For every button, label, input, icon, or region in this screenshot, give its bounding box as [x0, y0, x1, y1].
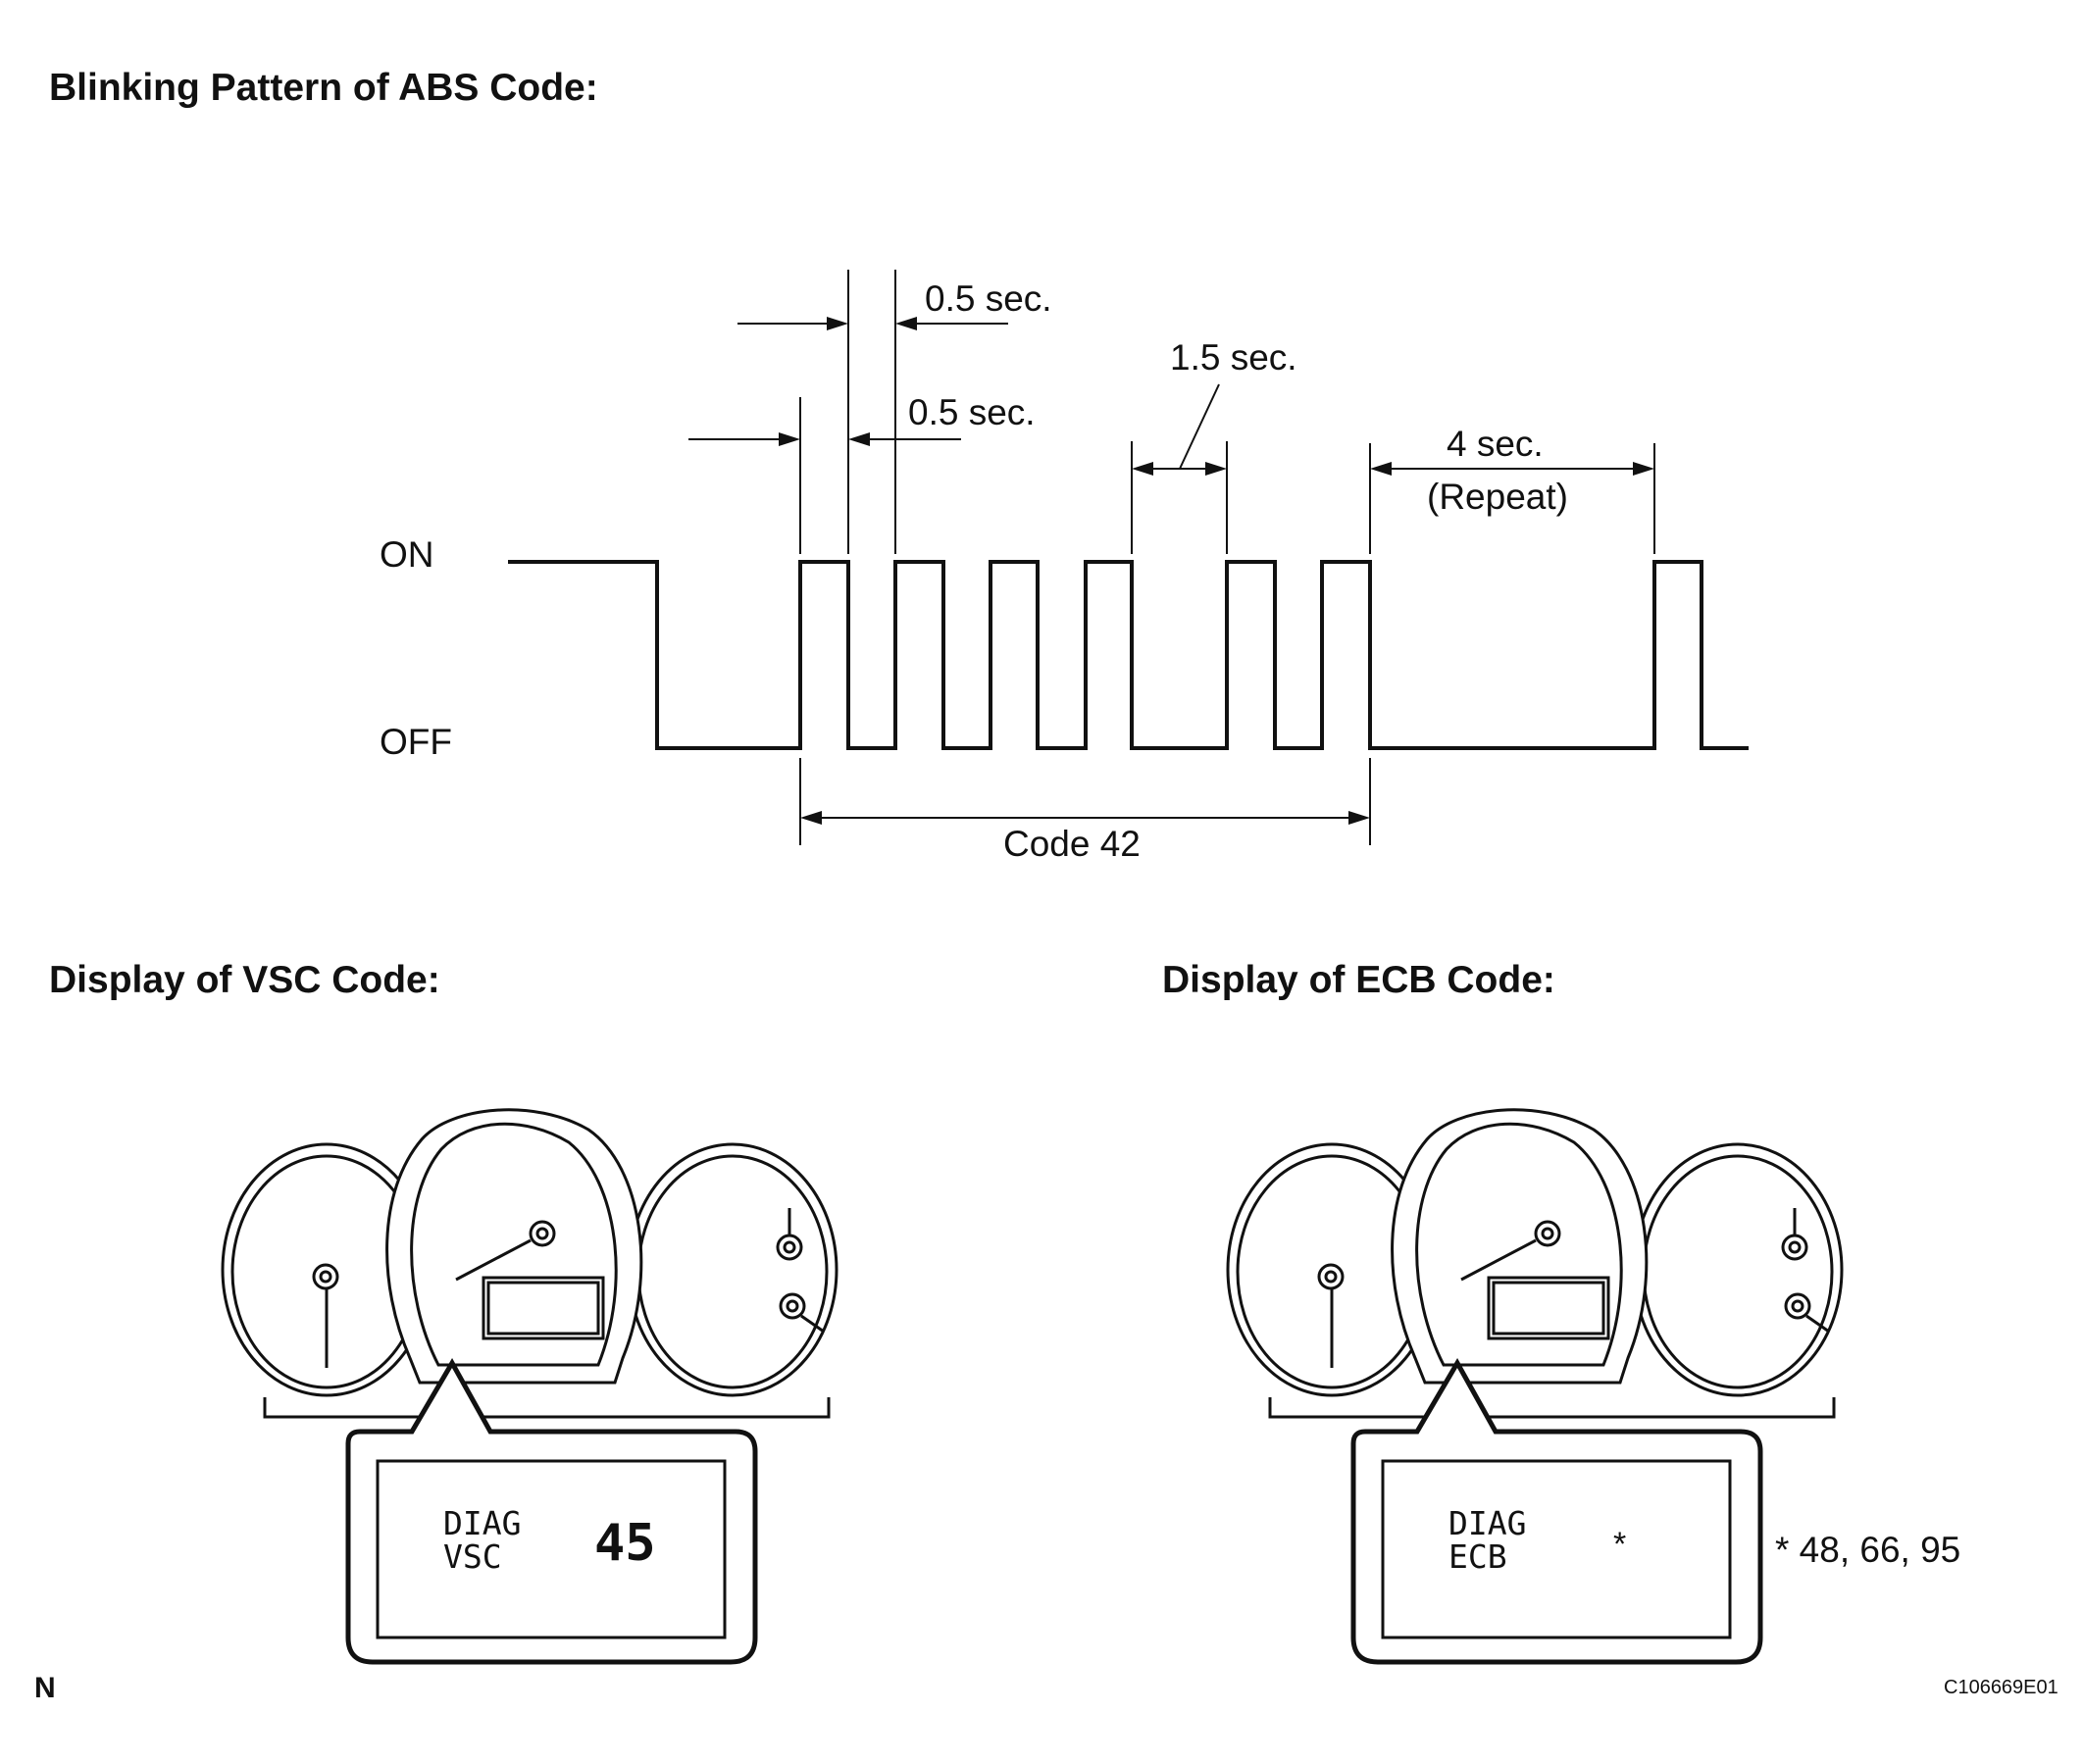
- right-upper-needle-hub-icon: [776, 1234, 803, 1261]
- center-gauge-inner: [1415, 1122, 1623, 1367]
- leader-line: [1179, 383, 1220, 470]
- arrowhead: [895, 317, 917, 330]
- left-needle-hub-center: [319, 1270, 332, 1284]
- right-upper-needle-hub-center: [1788, 1240, 1802, 1254]
- dim-label-half-2: 0.5 sec.: [908, 392, 1036, 432]
- arrowhead: [827, 317, 848, 330]
- off-label: OFF: [380, 722, 452, 762]
- code-label: Code 42: [1003, 824, 1141, 864]
- arrowhead: [779, 432, 800, 446]
- dim-label-gap: 1.5 sec.: [1170, 337, 1297, 378]
- right-upper-needle-hub-icon: [1781, 1234, 1808, 1261]
- center-needle: [455, 1238, 532, 1282]
- arrowhead: [800, 811, 822, 825]
- vsc-combination-meter: [221, 1108, 838, 1665]
- ecb-code-note: * 48, 66, 95: [1775, 1530, 1961, 1570]
- dim-label-repeat-1: 4 sec.: [1447, 424, 1544, 464]
- ecb-display-line1: DIAG: [1448, 1504, 1527, 1542]
- center-needle: [1460, 1238, 1537, 1282]
- ecb-display-line2: ECB: [1448, 1537, 1507, 1576]
- vsc-display-code: 45: [594, 1514, 656, 1573]
- center-lcd-window: [1492, 1281, 1605, 1336]
- center-needle-hub-icon: [529, 1220, 556, 1247]
- arrowhead: [1348, 811, 1370, 825]
- ecb-combination-meter: [1226, 1108, 1844, 1665]
- right-lower-needle: [800, 1314, 825, 1334]
- arrowhead: [1205, 462, 1227, 476]
- left-needle-hub-icon: [1317, 1263, 1345, 1290]
- ecb-heading: Display of ECB Code:: [1162, 959, 1555, 1001]
- vsc-display-screen: [376, 1459, 727, 1639]
- center-needle-hub-icon: [1534, 1220, 1561, 1247]
- center-gauge-outer: [385, 1108, 643, 1385]
- footer-mark: N: [34, 1672, 56, 1704]
- dim-label-repeat-2: (Repeat): [1427, 477, 1568, 517]
- left-needle-hub-center: [1324, 1270, 1338, 1284]
- center-gauge-inner: [410, 1122, 618, 1367]
- right-gauge-outer: [1632, 1142, 1844, 1397]
- center-gauge-outer: [1391, 1108, 1649, 1385]
- arrowhead: [848, 432, 870, 446]
- left-needle-hub-icon: [312, 1263, 339, 1290]
- arrowhead: [1132, 462, 1153, 476]
- meter-base: [263, 1397, 831, 1419]
- right-lower-needle-hub-center: [1791, 1299, 1804, 1313]
- signal-waveform: [508, 560, 1749, 750]
- center-lcd-window: [486, 1281, 600, 1336]
- arrowhead: [1633, 462, 1654, 476]
- vsc-display-line2: VSC: [443, 1537, 502, 1576]
- right-lower-needle-hub-icon: [779, 1292, 806, 1320]
- vsc-display-text: DIAG VSC: [443, 1507, 521, 1574]
- figure-id: C106669E01: [1944, 1677, 2058, 1698]
- right-lower-needle-hub-icon: [1784, 1292, 1811, 1320]
- center-lcd-frame: [482, 1276, 605, 1340]
- center-needle-hub-center: [535, 1227, 549, 1240]
- meter-base: [1268, 1397, 1836, 1419]
- right-upper-needle-hub-center: [783, 1240, 796, 1254]
- vsc-display-line1: DIAG: [443, 1504, 522, 1542]
- right-gauge-outer: [627, 1142, 838, 1397]
- arrowhead: [1370, 462, 1392, 476]
- center-needle-hub-center: [1541, 1227, 1554, 1240]
- ecb-display-text: DIAG ECB: [1448, 1507, 1526, 1574]
- right-lower-needle-hub-center: [786, 1299, 799, 1313]
- center-lcd-frame: [1487, 1276, 1610, 1340]
- on-label: ON: [380, 534, 434, 575]
- ecb-display-screen: [1381, 1459, 1732, 1639]
- dim-label-half-1: 0.5 sec.: [925, 278, 1052, 319]
- vsc-heading: Display of VSC Code:: [49, 959, 440, 1001]
- abs-heading: Blinking Pattern of ABS Code:: [49, 67, 598, 109]
- ecb-display-code: *: [1613, 1526, 1627, 1563]
- right-lower-needle: [1805, 1314, 1830, 1334]
